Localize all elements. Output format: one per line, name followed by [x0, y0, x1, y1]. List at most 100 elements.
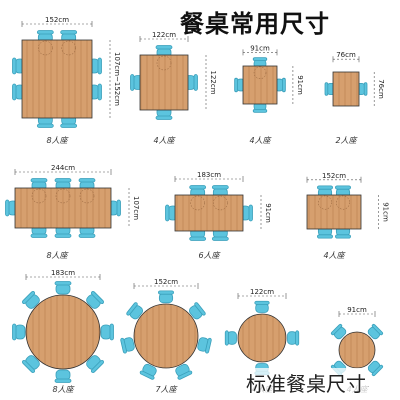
chair-back	[12, 83, 17, 101]
chair	[22, 355, 40, 373]
chair-back	[334, 234, 351, 239]
legroom-mark	[253, 66, 267, 80]
chair	[188, 302, 206, 320]
chair-seat	[55, 283, 71, 295]
chair-back	[90, 359, 104, 373]
chair-back	[78, 233, 96, 238]
chair	[367, 360, 384, 377]
chair	[100, 323, 114, 341]
seat-count-caption: 4人座	[323, 251, 346, 260]
rect-table-layout	[12, 30, 102, 128]
table-top	[139, 54, 189, 111]
chair-back	[54, 281, 72, 286]
table-top	[25, 294, 101, 370]
chair-back	[252, 57, 268, 61]
table-top	[306, 194, 362, 230]
depth-label: 76cm	[377, 79, 385, 99]
chair	[254, 300, 270, 313]
chair-back	[130, 74, 135, 91]
seat-count-caption: 8人座	[52, 385, 75, 394]
table-top	[242, 65, 278, 105]
rect-table-layout	[5, 178, 121, 238]
table-top	[21, 39, 93, 119]
chair-seat	[287, 331, 297, 345]
chair-back	[155, 45, 173, 50]
width-label: 122cm	[250, 288, 274, 296]
chair-back	[90, 291, 104, 305]
chair	[126, 302, 144, 320]
depth-label: 91cm	[381, 202, 389, 222]
table-top	[332, 71, 360, 107]
legroom-mark	[55, 188, 71, 204]
chair	[175, 363, 193, 380]
chair-back	[371, 364, 384, 377]
width-label: 183cm	[51, 269, 75, 277]
chair	[367, 323, 384, 340]
legroom-mark	[190, 195, 205, 211]
rect-table-layout	[234, 57, 286, 113]
round-table-layout	[12, 281, 114, 383]
chair-back	[36, 123, 54, 128]
chair	[139, 363, 157, 380]
seat-count-caption: 6人座	[198, 251, 221, 260]
legroom-mark	[38, 40, 53, 56]
depth-label: 91cm	[296, 75, 304, 95]
chair-back	[97, 83, 102, 101]
width-label: 152cm	[45, 16, 69, 24]
chair-back	[205, 337, 212, 354]
chair-back	[193, 74, 198, 91]
table-top	[174, 194, 244, 232]
seat-count-caption: 8人座	[46, 251, 69, 260]
seat-count-caption: 2人座	[335, 136, 358, 145]
legroom-mark	[31, 188, 47, 204]
rect-table-layout	[130, 45, 198, 120]
rect-table-layout	[324, 71, 368, 107]
watermark-text: 标准餐桌尺寸	[244, 368, 368, 397]
width-label: 183cm	[197, 171, 221, 179]
chair-back	[120, 337, 127, 354]
depth-label: 107cm	[132, 196, 140, 220]
round-table-layout	[120, 290, 212, 380]
chair-back	[189, 236, 207, 241]
chair	[157, 290, 174, 304]
chair	[330, 323, 347, 340]
table-top	[338, 331, 376, 369]
seat-count-caption: 4人座	[249, 136, 272, 145]
chair	[54, 281, 72, 295]
chair-back	[248, 204, 253, 222]
legroom-mark	[61, 40, 76, 56]
chair-back	[12, 323, 17, 341]
chair-back	[139, 370, 155, 380]
round-table-layout	[330, 323, 384, 377]
chair-back	[54, 178, 72, 183]
chair-back	[60, 123, 78, 128]
chair-seat	[255, 303, 269, 313]
depth-label: 107cm~152cm	[113, 52, 121, 106]
diagram-title: 餐桌常用尺寸	[180, 9, 330, 38]
legroom-mark	[79, 188, 95, 204]
depth-label: 91cm	[264, 203, 272, 223]
chair-back	[157, 290, 174, 295]
chair-back	[371, 323, 384, 336]
chair-back	[281, 77, 286, 93]
chair-back	[295, 330, 300, 346]
chair-back	[324, 82, 329, 96]
rect-table-layout	[165, 185, 253, 241]
chair-back	[22, 359, 36, 373]
chair-back	[234, 77, 238, 93]
round-table-layout	[224, 300, 300, 376]
chair-back	[194, 302, 206, 316]
chair-back	[211, 185, 229, 190]
chair-back	[155, 115, 173, 120]
legroom-mark	[213, 195, 228, 211]
chair	[120, 337, 135, 354]
legroom-mark	[318, 195, 332, 210]
chair	[54, 369, 72, 383]
chair-back	[330, 323, 343, 336]
chair-seat	[55, 369, 71, 381]
table-top	[14, 187, 112, 229]
chair-back	[224, 330, 229, 346]
chair-back	[252, 109, 268, 113]
chair-back	[316, 234, 333, 239]
width-label: 91cm	[347, 306, 367, 314]
